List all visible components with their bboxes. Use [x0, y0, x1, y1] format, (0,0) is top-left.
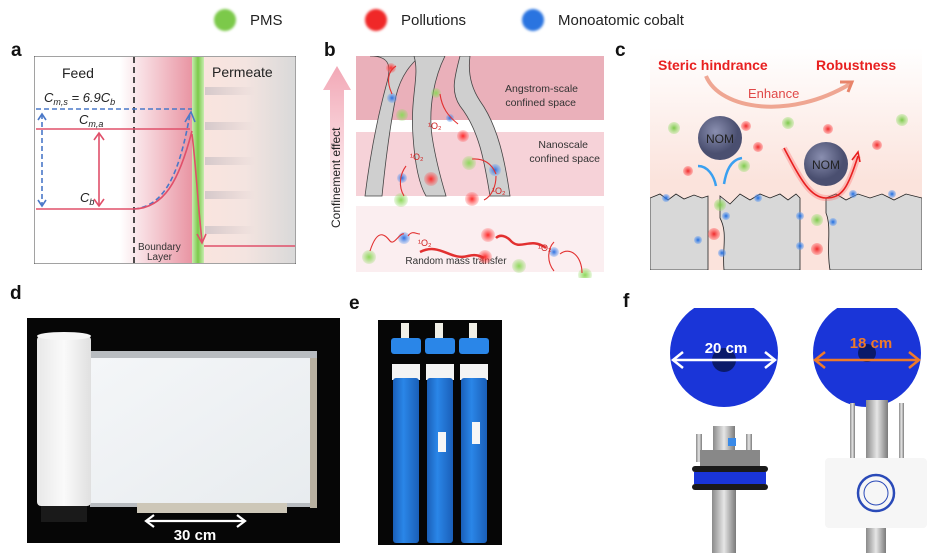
angstrom-label-2: confined space: [505, 97, 576, 109]
scale-label-30cm: 30 cm: [174, 527, 217, 543]
svg-text:¹O₂: ¹O₂: [428, 121, 442, 131]
panel-letter-e: e: [349, 293, 360, 314]
scale-label-18cm: 18 cm: [850, 335, 893, 352]
cobalt-dot-icon: [522, 9, 544, 31]
ro-module-2: [425, 323, 455, 543]
panel-d-membrane-photo: 30 cm: [27, 318, 340, 543]
bypass-arrow-icon: [783, 147, 859, 199]
cb-label: Cb: [80, 190, 94, 207]
nom-particle-2: [804, 142, 848, 186]
nom-particle-1: [698, 116, 742, 160]
legend-label: PMS: [250, 11, 283, 29]
cma-label: Cm,a: [79, 112, 103, 129]
permeate-label: Permeate: [212, 64, 273, 80]
confinement-arrow-icon: [323, 66, 351, 216]
membrane-sheet: [90, 358, 310, 503]
nom-label-2: NOM: [812, 158, 840, 172]
pore-wall-2: [412, 56, 447, 197]
legend-label: Pollutions: [401, 11, 467, 29]
confinement-effect-label: Confinement effect: [329, 127, 343, 228]
horizontal-ruler: [137, 503, 287, 513]
membrane-green-band: [192, 57, 204, 263]
entry-arrow-icon: [697, 164, 718, 187]
reaction-arrows: [369, 65, 583, 274]
svg-text:¹O₂: ¹O₂: [538, 243, 552, 253]
random-transfer-label: Random mass transfer: [405, 256, 507, 267]
boundary-label-1: Boundary: [138, 242, 181, 253]
panel-letter-f: f: [623, 291, 630, 312]
vertical-ruler: [310, 358, 317, 508]
feed-label: Feed: [62, 65, 94, 81]
panel-c-steric-diagram: Steric hindrance Robustness Enhance NOM …: [650, 48, 922, 270]
panel-letter-a: a: [11, 40, 22, 61]
membrane-block-3: [825, 193, 922, 270]
boundary-label-2: Layer: [147, 252, 173, 263]
pore-wall-1: [364, 56, 421, 197]
angstrom-label-1: Angstrom-scale: [505, 83, 578, 95]
university-logo-icon: [856, 473, 896, 513]
legend-item-cobalt: Monoatomic cobalt: [522, 6, 684, 34]
panel-b-confinement-diagram: Confinement effect Angstrom-scale confin…: [323, 56, 604, 278]
membrane-roll: [37, 336, 91, 506]
legend-item-pollutions: Pollutions: [365, 6, 466, 34]
cms-label: Cm,s = 6.9Cb: [44, 90, 115, 107]
membrane-block-1: [650, 193, 709, 270]
enhance-arrow-icon: [704, 75, 852, 109]
nom-label-1: NOM: [706, 132, 734, 146]
permeate-drop-arrow: [191, 133, 203, 242]
nanoscale-label-1: Nanoscale: [538, 139, 588, 151]
membrane-block-2: [719, 193, 801, 270]
panel-letter-c: c: [615, 40, 626, 61]
panel-e-module-photo: [378, 320, 502, 545]
nanoscale-label-2: confined space: [529, 153, 600, 165]
permeate-pores: [205, 87, 255, 234]
particles: [662, 114, 908, 257]
pore-wall-3: [453, 56, 511, 197]
panel-letter-d: d: [10, 283, 22, 304]
svg-text:¹O₂: ¹O₂: [410, 152, 424, 162]
pollution-dot-icon: [365, 9, 387, 31]
steel-reactor: [692, 426, 768, 553]
svg-text:¹O₂: ¹O₂: [492, 186, 506, 196]
svg-text:¹O₂: ¹O₂: [418, 238, 432, 248]
ro-module-1: [391, 323, 421, 543]
panel-letter-b: b: [324, 40, 336, 61]
pms-dot-icon: [214, 9, 236, 31]
cma-curve: [133, 130, 193, 210]
legend-label: Monoatomic cobalt: [558, 11, 684, 29]
steric-hindrance-label: Steric hindrance: [658, 57, 768, 73]
legend-item-pms: PMS: [214, 6, 283, 34]
panel-a-concentration-diagram: Feed Permeate Cm,s = 6.9Cb Cm,a Cb Bound…: [34, 56, 296, 264]
singlet-oxygen-labels: ¹O₂ ¹O₂ ¹O₂ ¹O₂ ¹O₂: [410, 121, 552, 253]
legend: PMS Pollutions Monoatomic cobalt: [200, 6, 800, 34]
scale-label-20cm: 20 cm: [705, 340, 748, 357]
white-reactor: [825, 400, 927, 553]
ro-module-3: [459, 323, 489, 543]
panel-f-reactor-photo: 20 cm 18 cm: [670, 308, 927, 553]
enhance-label: Enhance: [748, 86, 799, 101]
robustness-label: Robustness: [816, 57, 896, 73]
